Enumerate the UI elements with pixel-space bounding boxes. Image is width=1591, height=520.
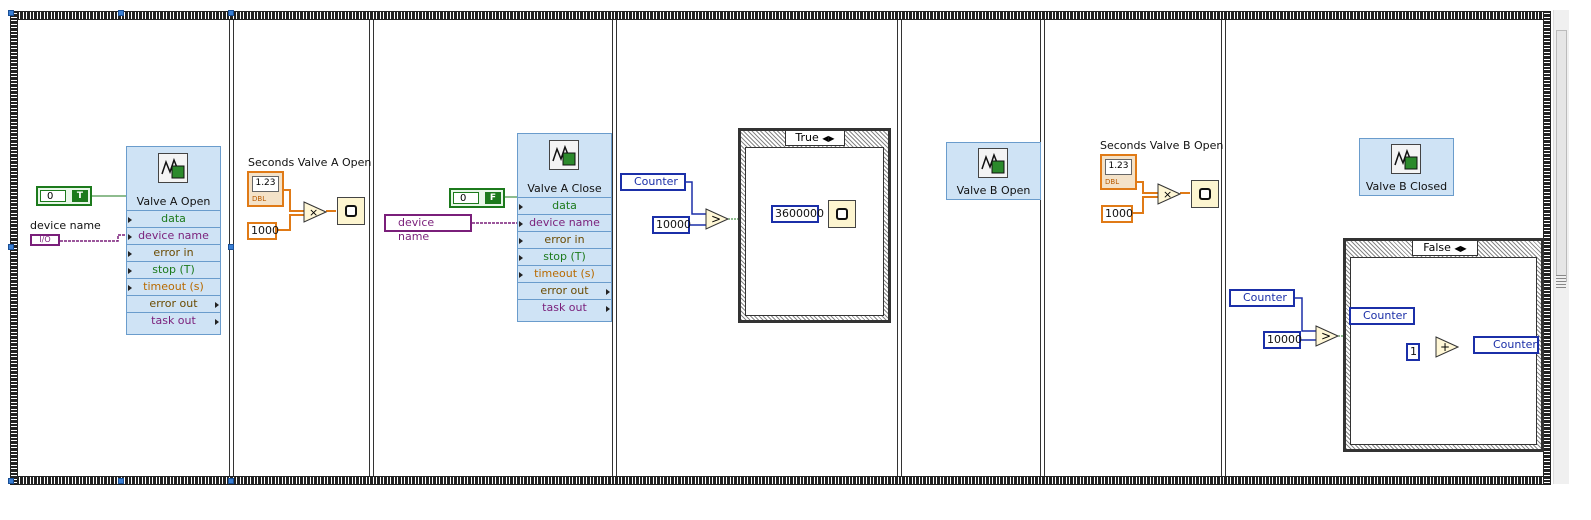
case-selector-label: False [1423,241,1451,254]
selection-handle[interactable] [228,10,234,16]
case-selector[interactable]: True ◀▶ [785,130,845,146]
seconds-valve-b-open-control[interactable]: 1.23 DBL [1100,154,1137,190]
daq-assistant-icon [549,140,579,170]
terminal-stop[interactable]: stop (T) [127,261,220,278]
selection-handle[interactable] [8,478,14,484]
scrollbar-thumb[interactable] [1556,30,1567,282]
device-name-label: device name [30,219,101,232]
terminal-stop[interactable]: stop (T) [518,248,611,265]
frame-separator[interactable] [612,20,617,476]
svg-text:×: × [309,206,318,219]
add-node[interactable]: + [1435,336,1459,358]
vertical-scrollbar[interactable] [1553,10,1569,484]
terminal-error-out[interactable]: error out [518,282,611,299]
local-variable-label: Counter [634,175,678,188]
frame-separator[interactable] [1040,20,1045,476]
selection-handle[interactable] [118,478,124,484]
terminal-task-out[interactable]: task out [127,312,220,329]
sequence-top-border [10,11,1551,20]
terminal-device-name[interactable]: device name [127,227,220,244]
constant-3600000[interactable]: 3600000 [771,205,824,223]
boolean-false-indicator: F [485,192,501,204]
dbl-type-label: DBL [1105,178,1120,186]
express-vi-title: Valve A Close [527,182,602,195]
boolean-cluster-constant[interactable]: 0 F [449,188,505,208]
case-selector-label: True [795,131,819,144]
constant-1[interactable]: 1 [1406,343,1420,361]
terminal-task-out[interactable]: task out [518,299,611,316]
seconds-valve-b-open-label: Seconds Valve B Open [1100,139,1224,152]
numeric-display: 1.23 [252,176,279,192]
frame-separator[interactable] [897,20,902,476]
daq-assistant-icon [1391,144,1421,174]
numeric-display: 1.23 [1105,159,1132,175]
valve-b-closed-express-vi[interactable]: Valve B Closed [1359,138,1454,196]
case-selector[interactable]: False ◀▶ [1412,240,1478,256]
greater-than-node[interactable]: > [705,208,729,230]
selection-handle[interactable] [228,478,234,484]
constant-10000[interactable]: 10000 [652,216,691,234]
case-content [745,147,884,316]
wait-ms-icon[interactable] [337,197,365,225]
express-vi-title: Valve A Open [136,195,211,208]
local-variable-label: device name [398,216,435,243]
terminal-data[interactable]: data [127,210,220,227]
wait-ms-icon[interactable] [1191,180,1219,208]
counter-local-variable[interactable]: Counter [1229,289,1295,307]
scrollbar-grip-icon [1556,275,1566,289]
selection-handle[interactable] [118,10,124,16]
multiply-node[interactable]: × [1157,183,1181,205]
local-variable-label: Counter [1363,309,1407,322]
express-vi-title: Valve B Open [956,184,1031,197]
valve-a-close-express-vi[interactable]: Valve A Close data device name error in … [517,133,612,322]
svg-text:×: × [1163,188,1172,201]
terminal-timeout[interactable]: timeout (s) [518,265,611,282]
boolean-cluster-constant[interactable]: 0 T [36,186,92,206]
sequence-bottom-border [10,476,1551,485]
selection-handle[interactable] [8,10,14,16]
terminal-timeout[interactable]: timeout (s) [127,278,220,295]
frame-separator[interactable] [369,20,374,476]
numeric-value: 0 [453,192,479,204]
svg-text:>: > [711,212,721,226]
frame-separator[interactable] [1221,20,1226,476]
svg-text:+: + [1440,340,1450,354]
greater-than-node[interactable]: > [1315,325,1339,347]
boolean-true-indicator: T [72,190,88,202]
svg-text:>: > [1321,329,1331,343]
constant-10000[interactable]: 10000 [1263,331,1302,349]
local-variable-label: Counter [1243,291,1287,304]
seconds-valve-a-open-label: Seconds Valve A Open [248,156,372,169]
wait-ms-icon[interactable] [828,200,856,228]
daq-assistant-icon [158,153,188,183]
selection-handle[interactable] [228,244,234,250]
device-name-local-variable[interactable]: device name [384,214,472,243]
multiply-node[interactable]: × [303,201,327,223]
numeric-value: 0 [40,190,66,202]
terminal-error-in[interactable]: error in [518,231,611,248]
constant-1000[interactable]: 1000 [247,222,279,240]
dbl-type-label: DBL [252,195,267,203]
local-variable-label: Counter [1493,338,1537,351]
terminal-error-in[interactable]: error in [127,244,220,261]
device-name-io-terminal[interactable]: I/O [30,234,60,246]
selection-handle[interactable] [8,244,14,250]
counter-local-variable-inner[interactable]: Counter [1349,307,1415,325]
terminal-error-out[interactable]: error out [127,295,220,312]
counter-local-variable-write[interactable]: Counter [1473,336,1539,354]
express-vi-title: Valve B Closed [1365,180,1448,193]
constant-1000[interactable]: 1000 [1101,205,1133,223]
case-structure-true[interactable]: True ◀▶ [738,128,891,323]
seconds-valve-a-open-control[interactable]: 1.23 DBL [247,171,284,207]
daq-assistant-icon [978,148,1008,178]
counter-local-variable[interactable]: Counter [620,173,686,191]
valve-a-open-express-vi[interactable]: Valve A Open data device name error in s… [126,146,221,335]
terminal-data[interactable]: data [518,197,611,214]
terminal-device-name[interactable]: device name [518,214,611,231]
valve-b-open-express-vi[interactable]: Valve B Open [946,142,1041,200]
